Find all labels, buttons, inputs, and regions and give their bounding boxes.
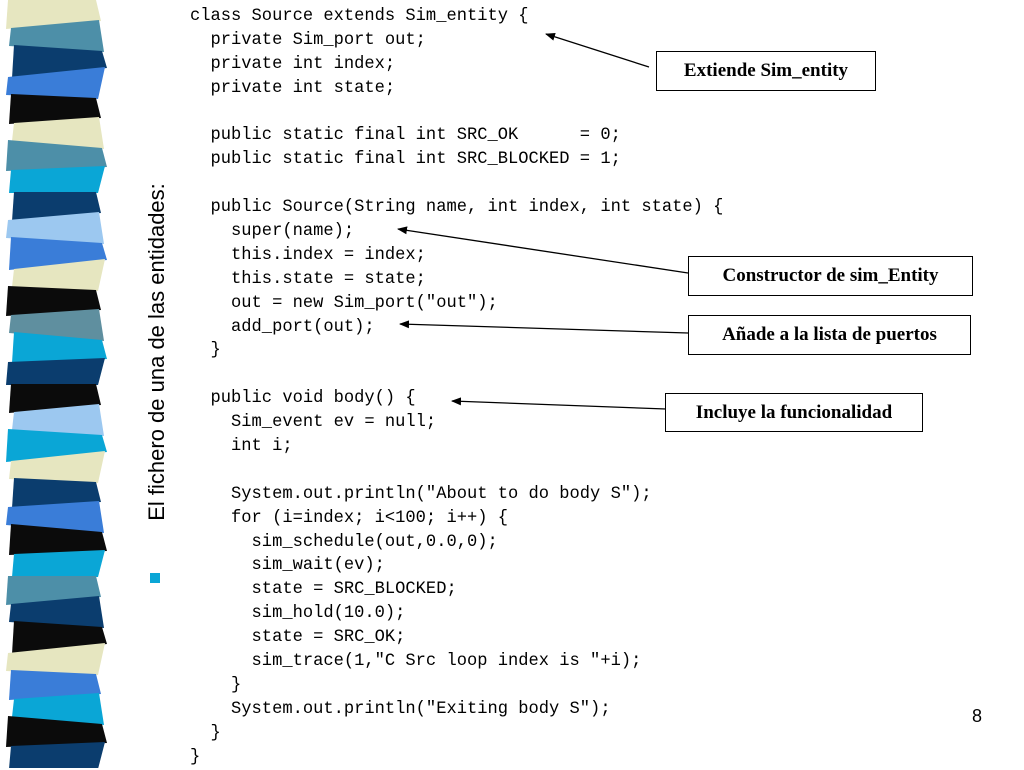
code-line: public void body() { bbox=[190, 389, 416, 409]
stripe-svg bbox=[6, 0, 107, 768]
stripe-band bbox=[12, 332, 107, 363]
arrow-add-port bbox=[399, 320, 689, 334]
code-line: sim_hold(10.0); bbox=[190, 604, 406, 624]
code-line: } bbox=[190, 723, 221, 743]
callout-constructor: Constructor de sim_Entity bbox=[688, 256, 973, 296]
code-line: } bbox=[190, 341, 221, 361]
stripe-band bbox=[9, 20, 104, 52]
code-line: Sim_event ev = null; bbox=[190, 413, 437, 433]
code-line: state = SRC_OK; bbox=[190, 628, 406, 648]
code-line: class Source extends Sim_entity { bbox=[190, 7, 529, 26]
code-line: System.out.println("Exiting body S"); bbox=[190, 699, 611, 719]
bullet-square-icon bbox=[150, 573, 160, 583]
stripe-band bbox=[9, 309, 104, 341]
code-line: sim_wait(ev); bbox=[190, 556, 385, 576]
stripe-band bbox=[6, 286, 101, 316]
stripe-band bbox=[12, 259, 105, 291]
code-line: out = new Sim_port("out"); bbox=[190, 293, 498, 313]
code-line: super(name); bbox=[190, 222, 355, 242]
stripe-band bbox=[6, 140, 107, 171]
stripe-band bbox=[6, 643, 105, 675]
arrow-constructor bbox=[397, 226, 689, 274]
code-line: state = SRC_BLOCKED; bbox=[190, 580, 457, 600]
arrow-extends bbox=[545, 32, 650, 68]
stripe-band bbox=[9, 94, 101, 124]
stripe-band bbox=[6, 501, 104, 533]
stripe-band bbox=[12, 192, 101, 221]
code-line: this.state = state; bbox=[190, 269, 426, 289]
stripe-band bbox=[6, 67, 105, 99]
stripe-band bbox=[12, 693, 104, 725]
stripe-band bbox=[9, 451, 105, 483]
code-line: for (i=index; i<100; i++) { bbox=[190, 508, 508, 528]
code-line: public Source(String name, int index, in… bbox=[190, 198, 724, 218]
stripe-band bbox=[12, 550, 105, 577]
stripe-band bbox=[12, 404, 104, 436]
stripe-band bbox=[9, 742, 105, 768]
arrow-body bbox=[451, 397, 667, 410]
stripe-band bbox=[9, 524, 107, 555]
stripe-band bbox=[6, 212, 104, 244]
stripe-band bbox=[6, 358, 105, 385]
stripe-band bbox=[12, 478, 101, 508]
code-line: add_port(out); bbox=[190, 317, 375, 337]
code-line: public static final int SRC_BLOCKED = 1; bbox=[190, 150, 621, 170]
stripe-band bbox=[9, 670, 101, 700]
code-line: int i; bbox=[190, 437, 293, 457]
code-line: public static final int SRC_OK = 0; bbox=[190, 126, 621, 146]
callout-body: Incluye la funcionalidad bbox=[665, 393, 923, 432]
code-line: private int index; bbox=[190, 54, 396, 74]
code-line: sim_schedule(out,0.0,0); bbox=[190, 532, 498, 552]
code-line: } bbox=[190, 675, 242, 695]
code-line: System.out.println("About to do body S")… bbox=[190, 484, 652, 504]
stripe-band bbox=[9, 596, 104, 628]
stripe-band bbox=[6, 576, 101, 605]
code-line: this.index = index; bbox=[190, 245, 426, 265]
stripe-band bbox=[6, 0, 101, 29]
callout-extends: Extiende Sim_entity bbox=[656, 51, 876, 91]
code-line: sim_trace(1,"C Src loop index is "+i); bbox=[190, 652, 642, 672]
stripe-band bbox=[12, 117, 104, 149]
code-line: } bbox=[190, 747, 201, 767]
stripe-band bbox=[6, 716, 107, 747]
stripe-band bbox=[9, 384, 101, 413]
code-line: private int state; bbox=[190, 78, 396, 98]
page-number: 8 bbox=[972, 706, 983, 726]
stripe-band bbox=[9, 166, 105, 193]
code-block: class Source extends Sim_entity { privat… bbox=[190, 5, 723, 770]
decorative-stripe-pattern bbox=[0, 0, 120, 768]
callout-add-port: Añade a la lista de puertos bbox=[688, 315, 971, 355]
code-line: private Sim_port out; bbox=[190, 30, 426, 50]
